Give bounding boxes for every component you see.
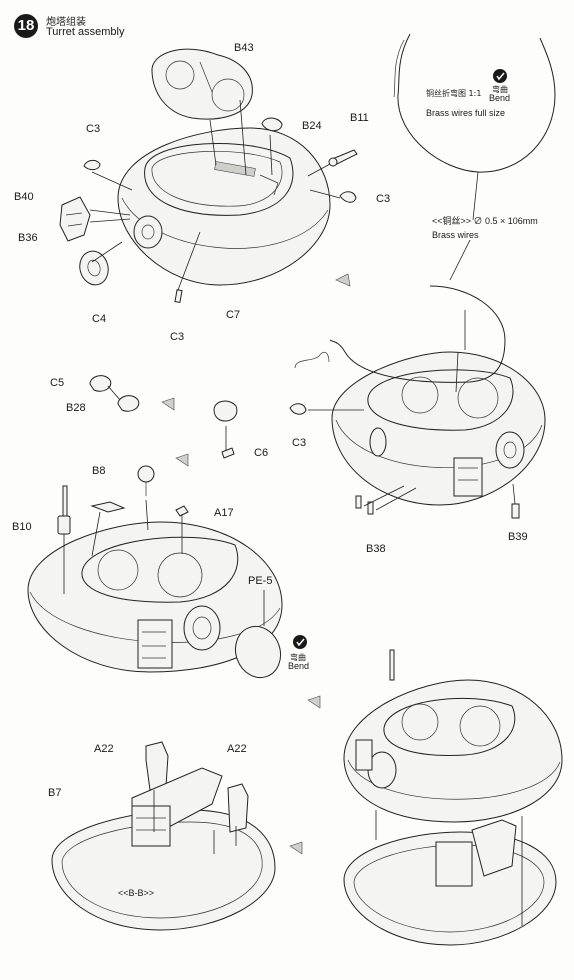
turret-right-with-wires: C3 B38 B39 [289, 285, 546, 555]
label-c7: C7 [226, 309, 240, 321]
label-b40: B40 [14, 191, 34, 203]
step-title-en: Turret assembly [46, 26, 125, 38]
turret-middle-pe5: B8 A17 B10 PE-5 弯曲 Bend [12, 465, 309, 679]
label-c3-right: C3 [376, 193, 390, 205]
bend-label-en: Bend [489, 93, 510, 103]
label-b39: B39 [508, 531, 528, 543]
label-c3-bottom: C3 [170, 331, 184, 343]
label-b7: B7 [48, 787, 61, 799]
turret-top-exploded: B43 C3 B24 B11 C3 B40 B36 C4 C7 C3 [14, 42, 390, 343]
label-a17: A17 [214, 507, 234, 519]
label-c3-top: C3 [86, 123, 100, 135]
label-b36: B36 [18, 232, 38, 244]
step-number-badge: 18 [14, 14, 38, 38]
turret-ring-b7: A22 A22 B7 <<B-B>> [48, 741, 276, 931]
label-b11: B11 [350, 112, 369, 124]
bend-icon [493, 69, 507, 83]
label-b43: B43 [234, 42, 254, 54]
small-parts-group: C5 B28 C6 [50, 375, 268, 459]
wire-drawing-caption-cn: 铜丝折弯图 1:1 [426, 88, 481, 98]
label-c4: C4 [92, 313, 106, 325]
label-b28: B28 [66, 402, 86, 414]
label-a22-right: A22 [227, 743, 247, 755]
label-c3-right-turret: C3 [292, 437, 306, 449]
label-c6: C6 [254, 447, 268, 459]
step-title-cn: 炮塔组装 [46, 17, 86, 28]
wire-full-size-label: Brass wires full size [426, 108, 505, 118]
bend-label-pe5-en: Bend [288, 661, 309, 671]
label-b10: B10 [12, 521, 32, 533]
brass-wires-label: Brass wires [432, 230, 479, 240]
label-b38: B38 [366, 543, 386, 555]
brass-wire-template: 铜丝折弯图 1:1 弯曲 Bend Brass wires full size … [393, 33, 556, 281]
label-c5: C5 [50, 377, 64, 389]
label-b24: B24 [302, 120, 322, 132]
step-direction-arrows [161, 273, 351, 855]
section-label: <<B-B>> [118, 888, 154, 898]
bend-label-cn: 弯曲 [492, 84, 508, 94]
label-a22-left: A22 [94, 743, 114, 755]
label-b8: B8 [92, 465, 105, 477]
label-pe5: PE-5 [248, 575, 272, 587]
turret-final-assembly [343, 649, 563, 946]
bend-icon-pe5 [293, 635, 307, 649]
bend-label-pe5-cn: 弯曲 [290, 652, 306, 662]
wire-spec-label: <<铜丝>> ∅ 0.5 × 106mm [432, 215, 538, 226]
